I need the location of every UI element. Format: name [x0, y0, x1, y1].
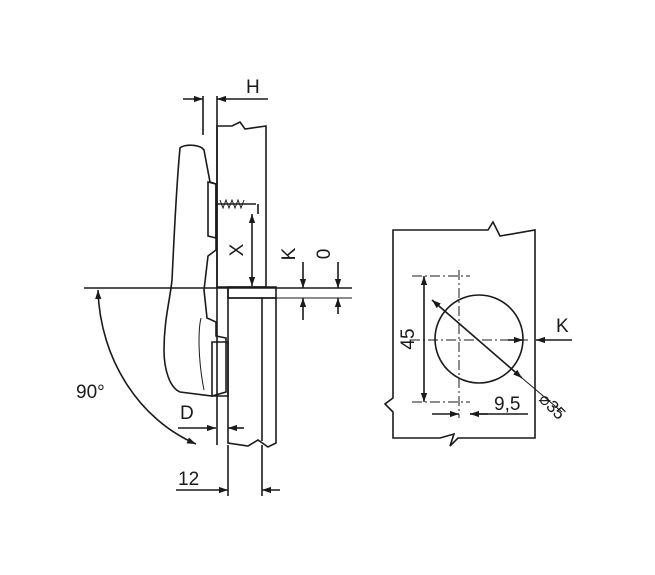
- front-view: ⌀35 45 K 9,5: [383, 220, 572, 447]
- label-k-left: K: [279, 247, 300, 260]
- label-diameter: ⌀35: [535, 389, 569, 423]
- cabinet-side: [227, 297, 277, 448]
- label-d: D: [180, 403, 194, 424]
- screw-icon: [216, 198, 256, 210]
- cup-hole: [434, 294, 524, 384]
- label-angle: 90°: [76, 382, 105, 403]
- label-nine-five: 9,5: [494, 394, 520, 415]
- label-h: H: [246, 77, 260, 98]
- label-twelve: 12: [178, 469, 199, 490]
- label-k-right: K: [556, 316, 569, 337]
- panel-face: [383, 220, 536, 447]
- side-view: H X K 0 90° D 12: [76, 77, 352, 496]
- label-x: X: [227, 243, 248, 256]
- door-panel: [216, 120, 267, 288]
- label-forty-five: 45: [398, 328, 419, 349]
- label-zero: 0: [314, 249, 335, 260]
